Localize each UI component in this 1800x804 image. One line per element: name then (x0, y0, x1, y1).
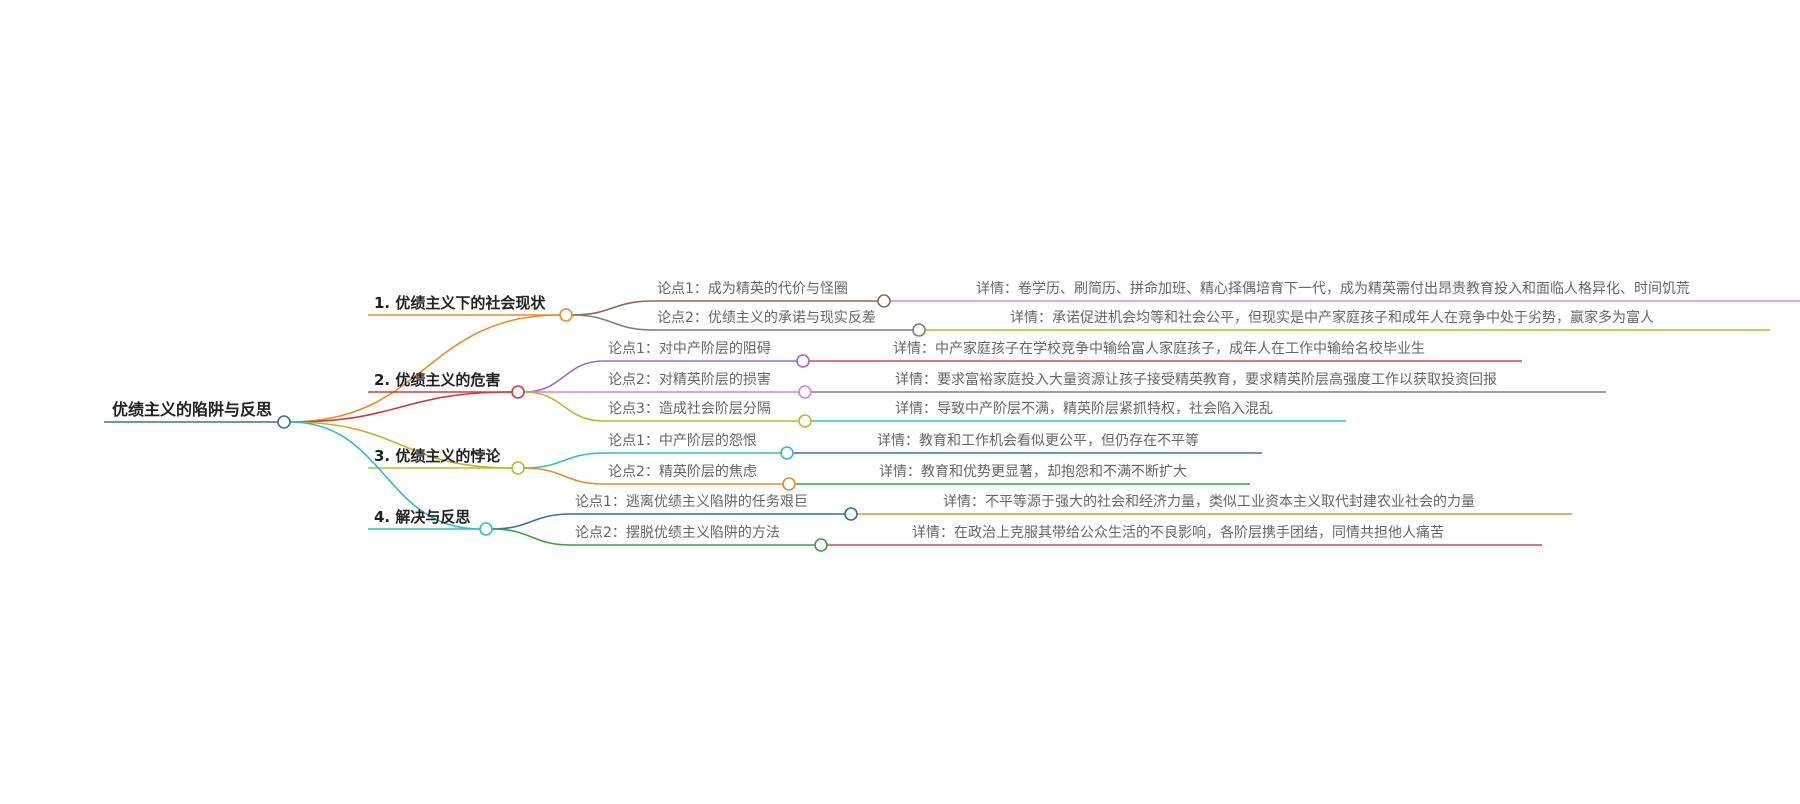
root-to-branch-2-link (289, 391, 513, 423)
branch-2-point-3-detail[interactable]: 详情：导致中产阶层不满，精英阶层紧抓特权，社会陷入混乱 (895, 401, 1273, 417)
branch-3-point-2-detail[interactable]: 详情：教育和优势更显著，却抱怨和不满不断扩大 (879, 464, 1187, 480)
root-collapse-node[interactable] (277, 415, 291, 429)
branch-1-point-2-collapse-node[interactable] (912, 323, 926, 337)
branch-4-topic[interactable]: 4. 解决与反思 (374, 508, 471, 526)
branch-2-point-2[interactable]: 论点2：对精英阶层的损害 (608, 372, 771, 388)
branch-2-point-3-collapse-node[interactable] (798, 414, 812, 428)
branch-4-point-1[interactable]: 论点1：逃离优绩主义陷阱的任务艰巨 (575, 494, 808, 510)
branch-4-to-point-2-link (491, 528, 572, 546)
root-to-branch-1-link (289, 314, 561, 423)
branch-1-point-1[interactable]: 论点1：成为精英的代价与怪圈 (657, 281, 848, 297)
branch-1-point-1-collapse-node[interactable] (877, 294, 891, 308)
branch-4-point-2[interactable]: 论点2：摆脱优绩主义陷阱的方法 (575, 525, 780, 541)
root-to-branch-3-link (289, 421, 513, 469)
branch-3-point-1-detail[interactable]: 详情：教育和工作机会看似更公平，但仍存在不平等 (877, 433, 1199, 449)
branch-3-to-point-2-link (523, 467, 605, 485)
branch-1-to-point-2-link (571, 314, 654, 331)
branch-3-collapse-node[interactable] (511, 461, 525, 475)
branch-3-point-1[interactable]: 论点1：中产阶层的怨恨 (608, 433, 757, 449)
branch-2-point-2-collapse-node[interactable] (798, 385, 812, 399)
branch-1-to-point-1-link (571, 300, 654, 316)
branch-3-point-1-collapse-node[interactable] (780, 446, 794, 460)
root-to-branch-4-link (289, 421, 481, 530)
branch-2-point-1-detail[interactable]: 详情：中产家庭孩子在学校竞争中输给富人家庭孩子，成年人在工作中输给名校毕业生 (893, 341, 1425, 357)
branch-1-point-2[interactable]: 论点2：优绩主义的承诺与现实反差 (657, 310, 876, 326)
branch-2-topic[interactable]: 2. 优绩主义的危害 (374, 371, 501, 389)
branch-1-topic[interactable]: 1. 优绩主义下的社会现状 (374, 294, 546, 312)
branch-2-to-point-3-link (523, 391, 605, 422)
branch-3-point-2-collapse-node[interactable] (782, 477, 796, 491)
branch-2-point-2-detail[interactable]: 详情：要求富裕家庭投入大量资源让孩子接受精英教育，要求精英阶层高强度工作以获取投… (895, 372, 1497, 388)
branch-2-to-point-1-link (523, 360, 605, 393)
branch-4-point-2-detail[interactable]: 详情：在政治上克服其带给公众生活的不良影响，各阶层携手团结，同情共担他人痛苦 (912, 525, 1444, 541)
root-topic[interactable]: 优绩主义的陷阱与反思 (112, 400, 273, 419)
branch-1-point-1-detail[interactable]: 详情：卷学历、刷简历、拼命加班、精心择偶培育下一代，成为精英需付出昂贵教育投入和… (976, 281, 1690, 297)
branch-1-collapse-node[interactable] (559, 308, 573, 322)
branch-4-point-1-detail[interactable]: 详情：不平等源于强大的社会和经济力量，类似工业资本主义取代封建农业社会的力量 (943, 494, 1475, 510)
branch-3-to-point-1-link (523, 452, 605, 469)
branch-2-point-1-collapse-node[interactable] (796, 354, 810, 368)
branch-4-point-1-collapse-node[interactable] (844, 507, 858, 521)
branch-1-point-2-detail[interactable]: 详情：承诺促进机会均等和社会公平，但现实是中产家庭孩子和成年人在竞争中处于劣势，… (1010, 310, 1654, 326)
branch-2-point-1[interactable]: 论点1：对中产阶层的阻碍 (608, 341, 771, 357)
branch-4-collapse-node[interactable] (479, 522, 493, 536)
branch-4-point-2-collapse-node[interactable] (814, 538, 828, 552)
branch-2-collapse-node[interactable] (511, 385, 525, 399)
branch-3-topic[interactable]: 3. 优绩主义的悖论 (374, 447, 501, 465)
branch-4-to-point-1-link (491, 513, 572, 530)
branch-2-point-3[interactable]: 论点3：造成社会阶层分隔 (608, 401, 771, 417)
branch-3-point-2[interactable]: 论点2：精英阶层的焦虑 (608, 464, 757, 480)
